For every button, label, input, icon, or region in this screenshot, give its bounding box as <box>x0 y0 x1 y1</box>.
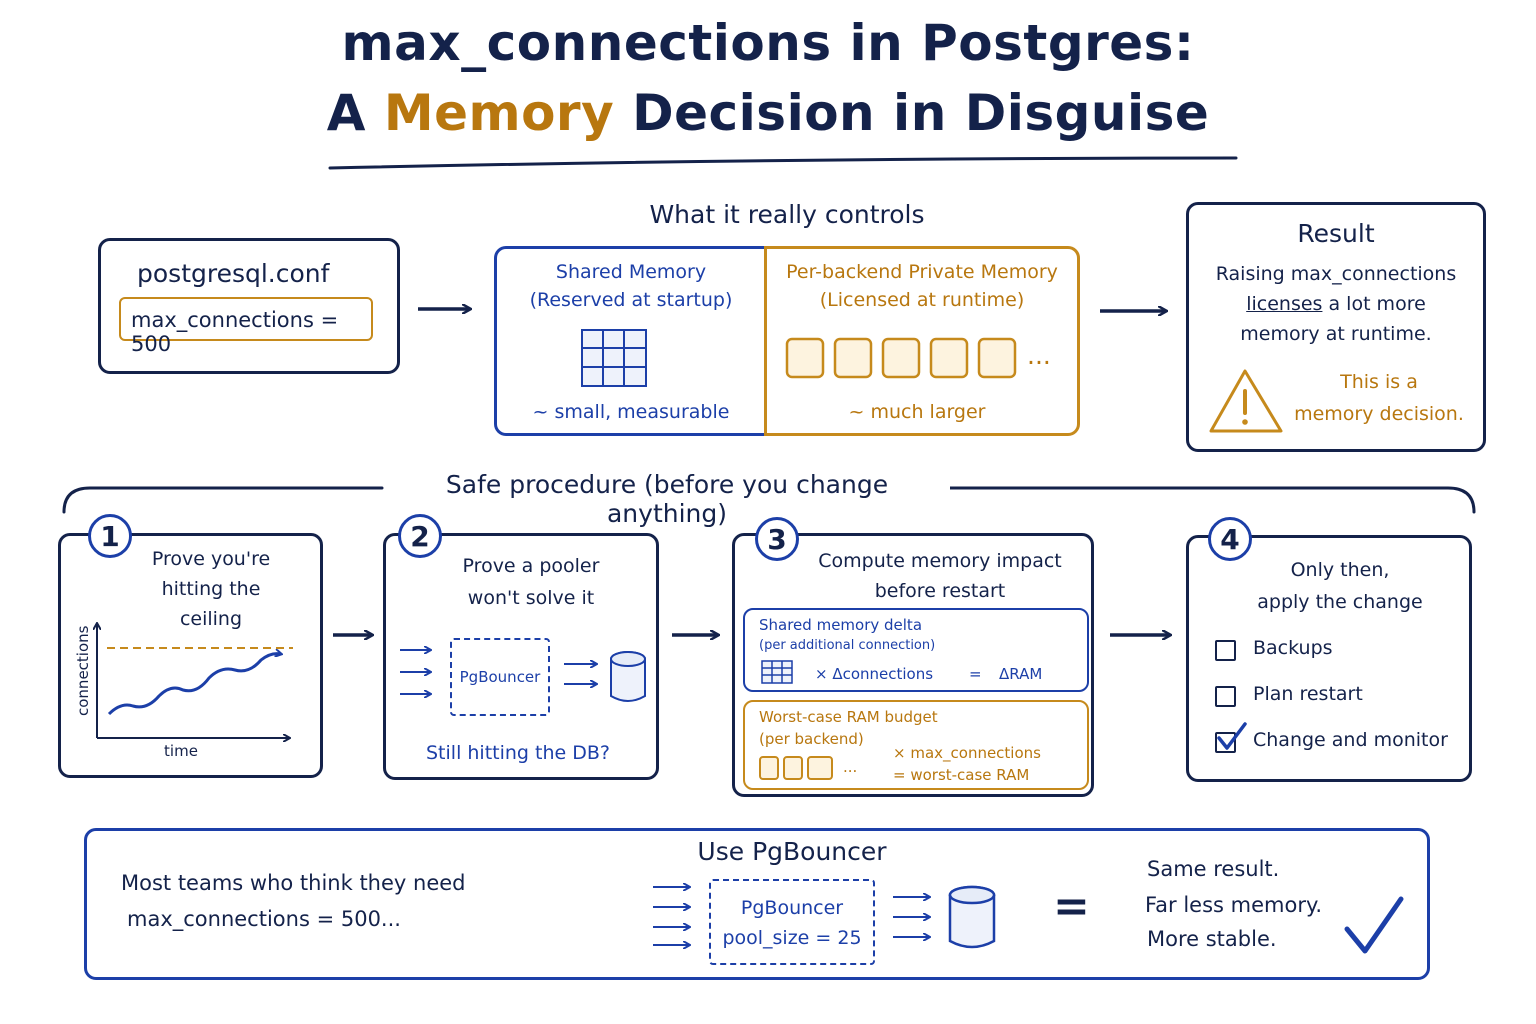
budget-panel: Worst-case RAM budget (per backend) ... … <box>743 700 1089 790</box>
incoming-arrows-icon <box>400 642 438 702</box>
pgbouncer-box: PgBouncer <box>450 638 550 716</box>
result-title: Result <box>1297 219 1375 248</box>
step-2-caption: Still hitting the DB? <box>426 742 610 764</box>
shared-memory-panel: Shared Memory (Reserved at startup) ~ sm… <box>494 246 766 436</box>
bottom-heading: Use PgBouncer <box>697 837 887 866</box>
result-line-3: memory at runtime. <box>1240 323 1432 345</box>
shared-delta-panel: Shared memory delta (per additional conn… <box>743 608 1089 692</box>
budget-mult: × max_connections <box>893 744 1041 762</box>
result-line-2-rest: a lot more <box>1328 293 1426 315</box>
step-2-title: Prove a pooler won't solve it <box>406 550 656 614</box>
budget-ellipsis: ... <box>843 758 858 776</box>
title-suffix: Decision in Disguise <box>632 84 1210 142</box>
title-underline <box>328 156 1238 170</box>
bottom-result-1: Same result. <box>1147 857 1280 881</box>
budget-sub: (per backend) <box>759 730 864 748</box>
shared-memory-grid-icon <box>581 329 647 387</box>
procedure-heading: Safe procedure (before you change anythi… <box>384 470 950 528</box>
step-3-number: 3 <box>755 517 799 561</box>
step-1-title: Prove you're hitting the ceiling <box>145 544 277 634</box>
private-title-2: (Licensed at runtime) <box>819 289 1025 311</box>
step-1-box: Prove you're hitting the ceiling connect… <box>58 533 323 778</box>
bottom-equals: = <box>1053 881 1090 932</box>
shared-formula-mult: × Δconnections <box>815 665 934 683</box>
shared-formula-result: ΔRAM <box>999 665 1043 683</box>
chart-x-axis-label: time <box>164 742 198 760</box>
checkbox-plan-restart[interactable] <box>1215 686 1236 707</box>
outgoing-arrows-icon <box>564 654 602 694</box>
step-3-title-line: Compute memory impact <box>818 550 1062 572</box>
step-4-number: 4 <box>1208 517 1252 561</box>
checkbox-backups[interactable] <box>1215 640 1236 661</box>
checklist-label-backups: Backups <box>1253 637 1333 659</box>
result-warning-1: This is a <box>1340 371 1418 393</box>
result-line-1: Raising max_connections <box>1215 263 1457 285</box>
big-checkmark-icon <box>1344 896 1404 954</box>
bottom-result-2: Far less memory. <box>1145 893 1323 917</box>
step-2-title-line: Prove a pooler <box>462 555 600 577</box>
config-filename: postgresql.conf <box>137 259 330 288</box>
step-3-title: Compute memory impact before restart <box>795 546 1085 606</box>
title-line-1: max_connections in Postgres: <box>341 14 1195 72</box>
step-4-title-line: apply the change <box>1257 591 1423 613</box>
result-box: Result Raising max_connections licenses … <box>1186 202 1486 452</box>
result-warning-2: memory decision. <box>1294 403 1464 425</box>
private-ellipsis: ... <box>1027 341 1051 370</box>
budget-eq: = worst-case RAM <box>893 766 1030 784</box>
step-4-title-line: Only then, <box>1290 559 1390 581</box>
config-setting-box: max_connections = 500 <box>119 297 373 356</box>
private-note: ~ much larger <box>848 401 986 423</box>
result-line-2: licenses a lot more <box>1189 293 1483 315</box>
chart-y-axis-label: connections <box>74 625 92 716</box>
shared-title-1: Shared Memory <box>555 261 707 283</box>
controls-heading: What it really controls <box>649 200 925 229</box>
step-2-title-line: won't solve it <box>467 587 595 609</box>
bottom-result-3: More stable. <box>1147 927 1277 951</box>
step-3-box: Compute memory impact before restart Sha… <box>732 533 1094 797</box>
bottom-outgoing-arrows-icon <box>893 891 937 947</box>
private-memory-panel: Per-backend Private Memory (Licensed at … <box>764 246 1080 436</box>
step-1-title-line: Prove you're <box>151 548 271 570</box>
bottom-pool-size: pool_size = 25 <box>722 927 862 949</box>
title-line-2: A Memory Decision in Disguise <box>0 84 1536 142</box>
bottom-database-icon <box>948 885 996 949</box>
shared-note: ~ small, measurable <box>532 401 730 423</box>
step-2-number: 2 <box>398 514 442 558</box>
budget-title: Worst-case RAM budget <box>759 708 938 726</box>
step-3-title-line: before restart <box>874 580 1006 602</box>
step-1-number: 1 <box>88 514 132 558</box>
pgbouncer-summary-box: Use PgBouncer Most teams who think they … <box>84 828 1430 980</box>
pgbouncer-label: PgBouncer <box>459 668 541 686</box>
shared-delta-grid-icon <box>761 660 793 684</box>
checklist-label-change-monitor: Change and monitor <box>1253 729 1448 751</box>
step-1-title-line: ceiling <box>179 608 243 630</box>
private-title-1: Per-backend Private Memory <box>786 261 1058 283</box>
connections-chart <box>81 622 293 752</box>
bottom-claim-1: Most teams who think they need <box>121 871 466 895</box>
bottom-pgbouncer-box: PgBouncer pool_size = 25 <box>709 879 875 965</box>
shared-delta-sub: (per additional connection) <box>759 638 936 653</box>
config-box: postgresql.conf max_connections = 500 <box>98 238 400 374</box>
step-4-box: Only then, apply the change Backups Plan… <box>1186 535 1472 782</box>
bottom-pgbouncer-label: PgBouncer <box>740 897 844 919</box>
database-icon <box>610 651 646 702</box>
title-highlight: Memory <box>383 84 615 142</box>
shared-formula-eq: = <box>969 665 982 683</box>
step-4-title: Only then, apply the change <box>1209 554 1471 618</box>
step-1-title-line: hitting the <box>161 578 261 600</box>
result-licenses: licenses <box>1246 293 1323 315</box>
bottom-claim-2: max_connections = 500... <box>127 907 401 931</box>
checklist-label-plan-restart: Plan restart <box>1253 683 1363 705</box>
shared-delta-title: Shared memory delta <box>759 616 923 634</box>
warning-icon <box>1209 369 1283 433</box>
bottom-incoming-arrows-icon <box>653 881 697 951</box>
step-2-box: Prove a pooler won't solve it PgBouncer … <box>383 533 659 780</box>
config-setting: max_connections = 500 <box>131 308 339 356</box>
title-prefix: A <box>326 84 366 142</box>
checkmark-icon <box>1217 722 1247 750</box>
private-memory-blocks-icon <box>785 337 1017 379</box>
budget-blocks-icon <box>759 756 833 780</box>
shared-title-2: (Reserved at startup) <box>529 289 733 311</box>
